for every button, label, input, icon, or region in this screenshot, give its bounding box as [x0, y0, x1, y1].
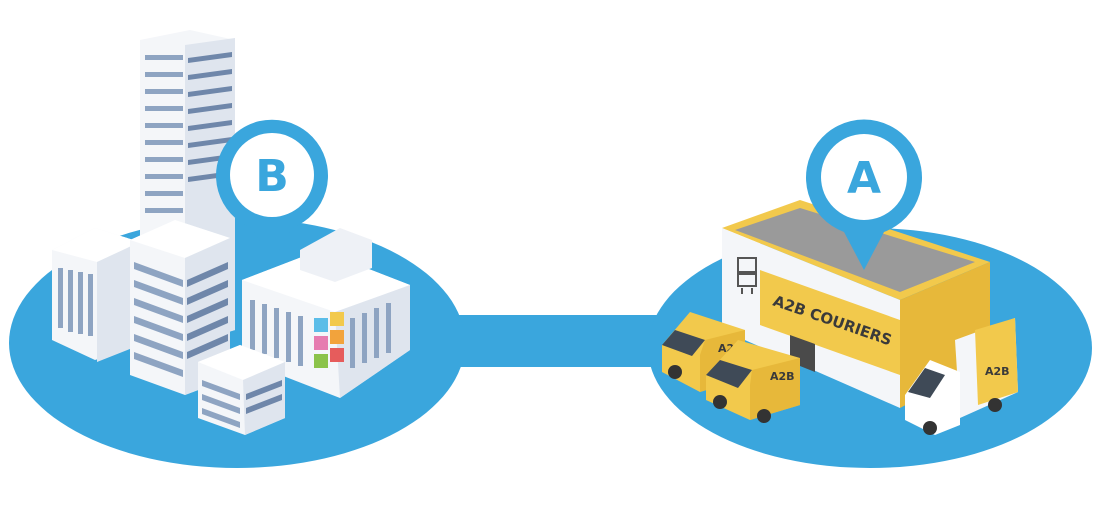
city-buildings	[52, 30, 410, 435]
office-block-left	[52, 228, 140, 362]
connecting-road	[430, 315, 680, 367]
delivery-truck: A2B	[905, 318, 1018, 435]
office-block-small	[198, 345, 285, 435]
pin-label-a: A	[847, 153, 881, 204]
van-2-logo: A2B	[770, 370, 795, 383]
pin-label-b: B	[255, 151, 289, 202]
shop-sign-icon	[314, 312, 344, 368]
map-pin-icon: B	[216, 119, 329, 262]
truck-logo: A2B	[985, 365, 1010, 378]
shopping-mall	[242, 228, 410, 398]
courier-van-2: A2B	[706, 340, 800, 423]
robot-icon	[737, 257, 757, 294]
map-pin-icon: A	[805, 119, 922, 270]
office-tower-striped	[130, 220, 230, 395]
